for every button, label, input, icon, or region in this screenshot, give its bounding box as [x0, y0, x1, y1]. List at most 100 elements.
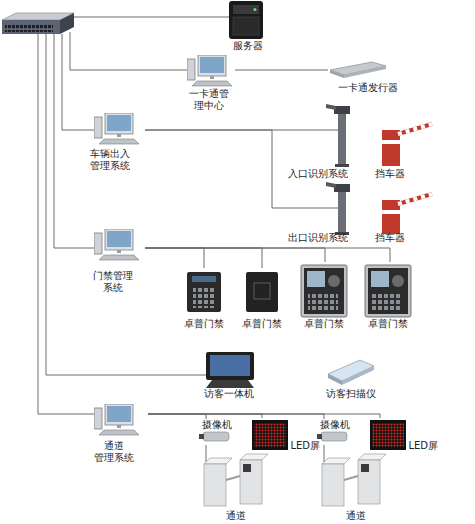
camera-body [203, 432, 229, 441]
device-node: LED屏 [248, 418, 320, 454]
barrier-arm [398, 124, 432, 134]
computer-icon [94, 229, 139, 260]
turnstile-top [204, 458, 232, 464]
label-holder: LED屏 [408, 440, 438, 452]
terminal-body [368, 268, 408, 314]
wire [38, 34, 94, 414]
device-label: 访客一体机 [204, 388, 254, 400]
device-node: 服务器 [222, 0, 274, 52]
device-label: 服务器 [233, 40, 263, 52]
turnstile-arm [226, 476, 240, 480]
switch-ports [5, 23, 53, 32]
visitor-kiosk [206, 352, 254, 388]
barrier-gate [382, 124, 432, 166]
computer-icon [94, 404, 139, 435]
terminal-frame [365, 265, 411, 317]
connector-wire [148, 414, 380, 418]
barrier-arm [398, 194, 432, 204]
device-label: LED屏 [408, 440, 438, 452]
reader-pad [254, 283, 270, 299]
turnstile-arm [344, 476, 358, 480]
label-holder: 出口识别系统 [285, 232, 350, 244]
server-grill [233, 17, 259, 35]
wire [206, 445, 207, 462]
turnstile-cabinet [358, 460, 380, 504]
label-holder: 通道 [318, 510, 393, 522]
pole-head [334, 106, 350, 114]
terminal-keypad [372, 292, 402, 310]
wire [74, 17, 229, 18]
device-node: 通道 [198, 452, 273, 522]
wire [62, 34, 94, 130]
device-node: 车辆出入 管理系统 [75, 113, 145, 172]
turnstile-display [361, 464, 369, 472]
device-label: 通道 [346, 510, 366, 522]
connector-wire [148, 414, 324, 419]
device-label: 卓普门禁 [304, 318, 344, 330]
pole-post [338, 112, 346, 166]
device-label: 摄像机 [202, 419, 232, 431]
terminal-finger [392, 275, 404, 287]
device-label: 挡车器 [375, 232, 405, 244]
wire [54, 34, 94, 248]
turnstile-cabinet [240, 460, 262, 504]
turnstile-top [322, 458, 350, 464]
device-node: 挡车器 [350, 118, 430, 180]
camera-icon [317, 432, 347, 441]
device-label: 门禁管理 系统 [87, 270, 139, 294]
device-node: LED屏 [366, 418, 438, 454]
device-node: 卓普门禁 [180, 268, 228, 330]
turnstile [322, 454, 386, 506]
server-icon [229, 1, 263, 39]
label-holder: 卓普门禁 [362, 318, 414, 330]
reader-keypad [193, 286, 215, 308]
device-label: 出口识别系统 [288, 232, 348, 244]
turnstile-cabinet [322, 464, 344, 506]
pole-base [335, 164, 349, 167]
terminal-body [304, 268, 344, 314]
led-screen [252, 420, 288, 450]
device-label: 访客扫描仪 [326, 388, 376, 400]
device-label: 一卡通管 理中心 [186, 88, 232, 112]
connector-wire [145, 248, 325, 262]
wire [46, 34, 206, 375]
scanner-side [328, 374, 342, 385]
label-holder: LED屏 [290, 440, 320, 452]
device-label: 通道 管理系统 [92, 440, 136, 464]
reader-body [187, 272, 221, 312]
terminal-screen [307, 271, 325, 287]
device-label: 摄像机 [320, 419, 350, 431]
label-holder: 访客一体机 [198, 388, 260, 400]
device-label: 一卡通发行器 [338, 82, 398, 94]
camera-lens [317, 434, 322, 439]
device-label: 入口识别系统 [288, 168, 348, 180]
label-holder: 访客扫描仪 [322, 388, 380, 400]
label-holder: 一卡通发行器 [328, 82, 408, 94]
server-led [254, 8, 257, 11]
device-node: 卓普门禁 [238, 268, 286, 330]
terminal-keypad [308, 292, 338, 310]
device-node: 卓普门禁 [362, 262, 414, 330]
barrier-arm-stripe [398, 194, 432, 204]
access-reader [246, 272, 278, 312]
reader-body [246, 272, 278, 312]
label-holder: 服务器 [222, 40, 274, 52]
wire [285, 130, 338, 131]
connector-wire [145, 130, 285, 208]
device-node: 访客扫描仪 [322, 352, 380, 400]
device-node: 通道 管理系统 [80, 404, 148, 464]
access-terminal [365, 265, 411, 317]
computer-icon [94, 113, 139, 144]
connector-wire [235, 70, 328, 71]
computer-icon [187, 55, 232, 86]
scanner-front [342, 366, 374, 385]
device-node: 出口识别系统 [285, 182, 350, 244]
led-panel [252, 420, 288, 450]
pole-camera [326, 104, 336, 110]
network-switch [2, 13, 74, 34]
connector-wire [148, 414, 262, 418]
wire [70, 32, 187, 70]
card-issuer-icon [330, 62, 386, 78]
recognition-pole [326, 104, 350, 167]
